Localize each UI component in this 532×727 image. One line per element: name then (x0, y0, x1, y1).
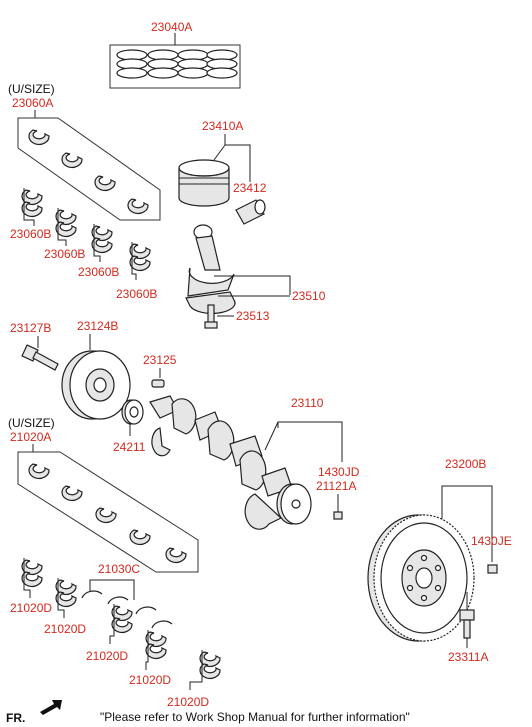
piston-pin (235, 199, 266, 225)
bearing-shell-21020D-5 (189, 650, 221, 690)
piston-ring-set (109, 44, 241, 89)
label-21020D-2[interactable]: 21020D (44, 622, 86, 636)
main-bearing-shells-21020A (28, 463, 187, 563)
label-23412[interactable]: 23412 (233, 181, 267, 195)
woodruff-key (151, 379, 165, 388)
label-23060B-2[interactable]: 23060B (44, 247, 85, 261)
label-23124B[interactable]: 23124B (77, 319, 118, 333)
label-23510[interactable]: 23510 (292, 289, 326, 303)
label-21020A[interactable]: 21020A (10, 430, 51, 444)
flywheel-bolt (459, 609, 475, 639)
bearing-shell-21020D-1 (21, 558, 43, 598)
front-direction-label: FR. (6, 711, 25, 725)
rod-bolt (204, 304, 218, 329)
label-23060B-3[interactable]: 23060B (78, 265, 119, 279)
pulley-bolt (21, 344, 59, 371)
label-21020D-1[interactable]: 21020D (10, 601, 52, 615)
label-1430JE[interactable]: 1430JE (471, 534, 512, 548)
flywheel (367, 514, 475, 642)
label-23513[interactable]: 23513 (236, 309, 270, 323)
label-21121A[interactable]: 21121A (316, 479, 356, 493)
label-23125[interactable]: 23125 (143, 353, 177, 367)
piston (178, 159, 230, 207)
label-21020D-3[interactable]: 21020D (86, 649, 128, 663)
bearing-shell-23060B-1 (21, 188, 43, 226)
label-23200B[interactable]: 23200B (445, 457, 486, 471)
damper-pulley (61, 350, 131, 420)
bearing-shell-21020D-2 (55, 578, 77, 618)
label-23311A[interactable]: 23311A (448, 650, 488, 664)
label-23410A[interactable]: 23410A (202, 119, 243, 133)
label-23060B-1[interactable]: 23060B (10, 227, 51, 241)
bearing-shell-23060B-2 (55, 208, 77, 246)
crank-pin-dowel (333, 511, 343, 520)
label-usize-1: (U/SIZE) (8, 82, 55, 96)
footer-note: "Please refer to Work Shop Manual for fu… (100, 710, 410, 724)
label-21020D-4[interactable]: 21020D (129, 673, 171, 687)
label-usize-2: (U/SIZE) (8, 416, 55, 430)
bearing-shell-21020D-3 (109, 604, 133, 644)
bearing-shell-23060B-4 (129, 242, 151, 280)
label-1430JD[interactable]: 1430JD (318, 465, 360, 479)
crankshaft (149, 395, 312, 530)
bearing-shell-21020D-4 (145, 630, 167, 670)
label-21020D-5[interactable]: 21020D (167, 695, 209, 709)
flywheel-dowel (487, 564, 498, 574)
bearing-shells-23060A (28, 129, 149, 214)
bearing-shell-23060B-3 (91, 224, 113, 262)
label-21030C[interactable]: 21030C (98, 562, 140, 576)
label-23127B[interactable]: 23127B (10, 321, 51, 335)
thrust-washers (81, 590, 173, 629)
label-23110[interactable]: 23110 (291, 396, 324, 410)
connecting-rod (185, 224, 236, 315)
label-23060A[interactable]: 23060A (12, 96, 53, 110)
crank-sprocket (121, 399, 144, 425)
label-23040A[interactable]: 23040A (151, 20, 192, 34)
label-24211[interactable]: 24211 (113, 440, 146, 454)
front-arrow-icon (40, 700, 62, 715)
label-23060B-4[interactable]: 23060B (116, 287, 157, 301)
